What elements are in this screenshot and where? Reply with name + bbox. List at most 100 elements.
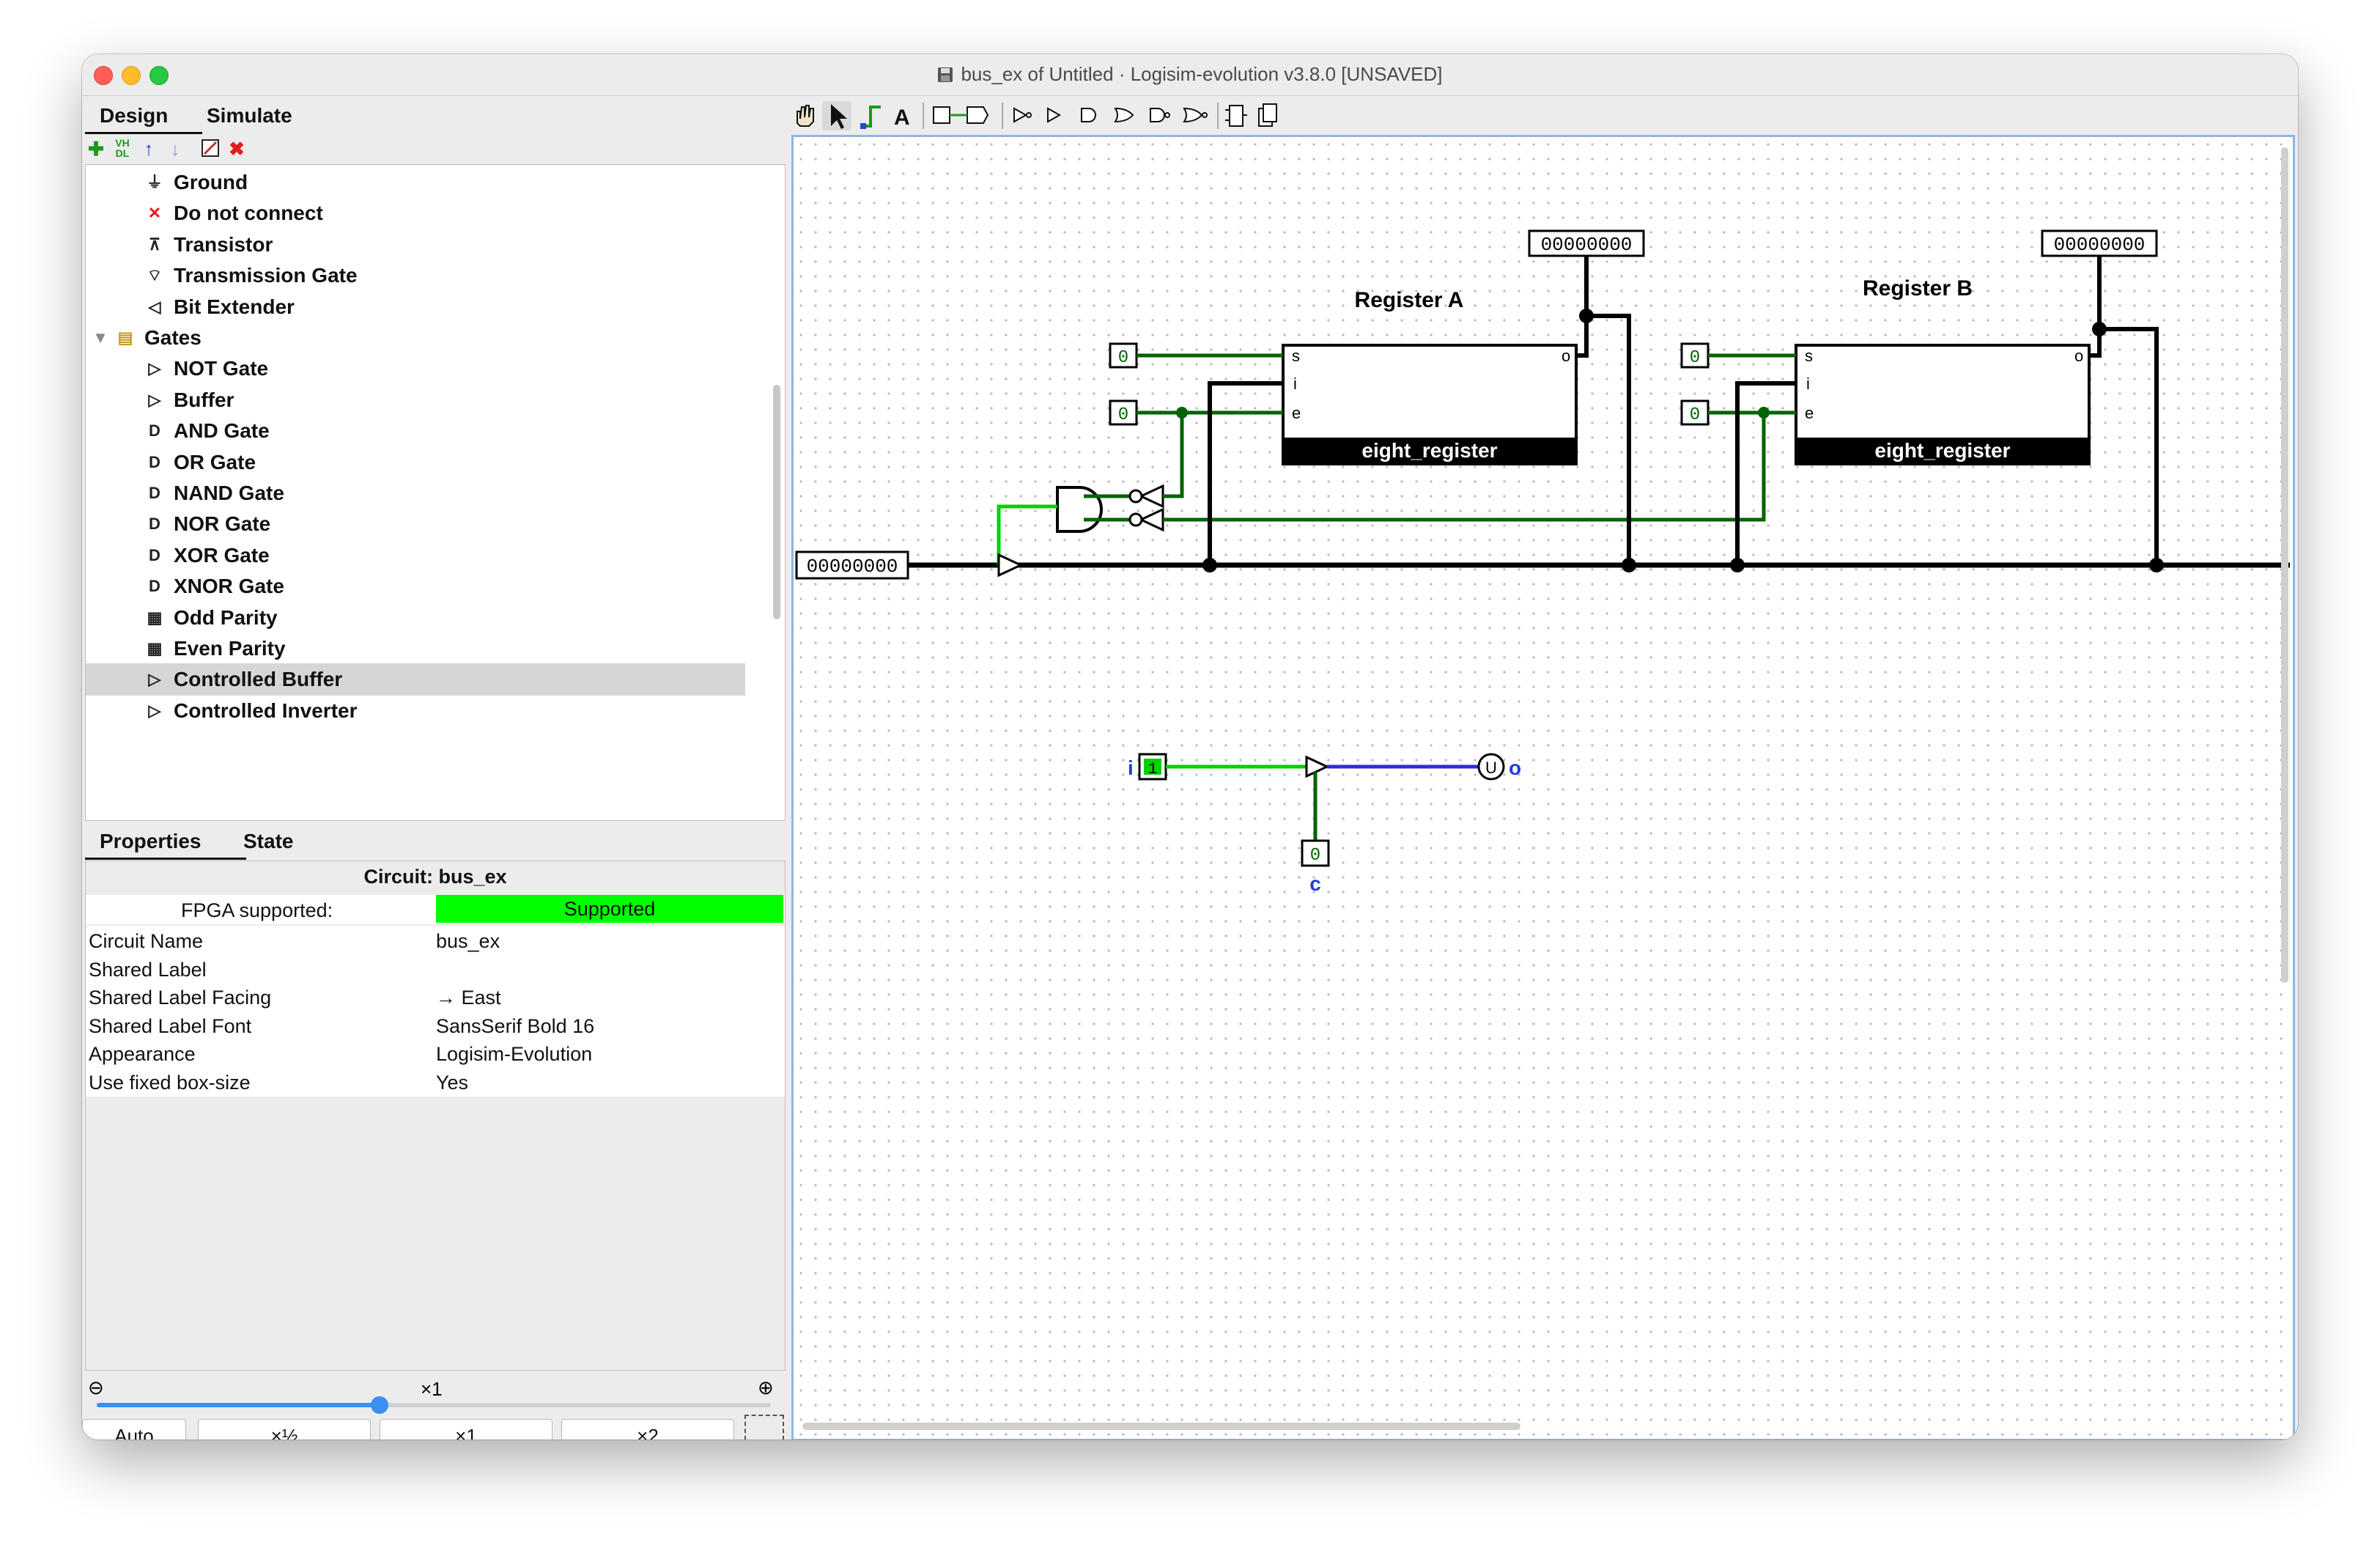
and-gate[interactable] [1056, 486, 1103, 533]
buffer-icon[interactable] [1047, 107, 1062, 123]
hand-icon[interactable] [797, 105, 814, 127]
zoom-in-icon[interactable]: ⊕ [758, 1376, 774, 1398]
circuit-icon[interactable] [1225, 105, 1247, 127]
register-a-output-probe[interactable]: 00000000 [1528, 229, 1645, 257]
register-a-i-wire[interactable] [1208, 381, 1283, 565]
tree-item[interactable]: ▷Controlled Inverter [86, 695, 745, 727]
enable-b-wire[interactable] [1163, 430, 1766, 522]
property-value[interactable]: Yes [436, 1072, 469, 1094]
delete-icon[interactable]: ✖ [229, 138, 245, 160]
edit-appearance-icon[interactable] [199, 138, 221, 160]
register-a-s-pin[interactable]: 0 [1109, 342, 1138, 369]
register-b-o-wire[interactable] [2089, 256, 2102, 358]
zoom-fit-icon[interactable] [744, 1415, 784, 1440]
property-value[interactable]: Logisim-Evolution [436, 1043, 593, 1066]
register-b-o-to-bus[interactable] [2099, 327, 2159, 565]
buffer-enable-wire[interactable] [997, 504, 1043, 565]
tab-state[interactable]: State [243, 830, 294, 852]
register-b-output-probe[interactable]: 00000000 [2041, 229, 2158, 257]
move-up-icon[interactable]: ↑ [144, 138, 154, 160]
input-pin-icon[interactable] [933, 106, 960, 124]
tree-item[interactable]: ◁Bit Extender [86, 291, 745, 323]
tree-item[interactable]: ⊼Transistor [86, 229, 745, 261]
move-down-icon[interactable]: ↓ [170, 138, 180, 160]
expand-arrow-icon[interactable]: ▼ [92, 328, 108, 347]
not-gate-icon[interactable] [1013, 107, 1032, 123]
output-pin-icon[interactable] [960, 106, 989, 124]
canvas-horizontal-scrollbar[interactable] [802, 1423, 1520, 1430]
tree-item[interactable]: ▼▤Gates [86, 322, 745, 354]
register-b-e-pin[interactable]: 0 [1680, 399, 1710, 426]
property-tabs: Properties State [82, 819, 787, 860]
appearance-icon[interactable] [1258, 103, 1277, 127]
zoom-auto-button[interactable]: Auto [82, 1419, 186, 1440]
tree-item[interactable]: ⏚Ground [86, 166, 745, 199]
output-pin-o[interactable]: U [1477, 753, 1505, 781]
controlled-buffer[interactable] [1305, 755, 1330, 778]
zoom-out-icon[interactable]: ⊖ [88, 1376, 104, 1398]
circuit-canvas[interactable]: 00000000 Register A eight_register s i [791, 135, 2295, 1440]
zoom-one-button[interactable]: ×1 [380, 1419, 552, 1440]
nand-gate-icon[interactable] [1150, 108, 1170, 122]
control-pin-c[interactable]: 0 [1301, 839, 1330, 867]
vhdl-icon[interactable]: VH DL [115, 137, 130, 159]
tree-item[interactable]: ✕Do not connect [86, 197, 745, 229]
circuit-drawing[interactable]: 00000000 Register A eight_register s i [794, 137, 2293, 1439]
minimize-window-button[interactable] [122, 66, 141, 85]
nor-gate-icon[interactable] [1183, 107, 1208, 123]
tree-item[interactable]: ⌔Transmission Gate [86, 259, 745, 292]
tree-item[interactable]: ▷Buffer [86, 384, 745, 416]
zoom-slider-knob[interactable] [371, 1396, 389, 1414]
add-circuit-icon[interactable]: ✚ [88, 138, 104, 160]
property-row[interactable]: Shared Label [86, 954, 785, 984]
bus-controlled-buffer[interactable] [997, 553, 1024, 578]
tree-item[interactable]: ▷Controlled Buffer [86, 663, 745, 696]
property-row[interactable]: Shared Label Facing→ East [86, 982, 785, 1012]
zoom-two-button[interactable]: ×2 [561, 1419, 734, 1440]
zoom-half-button[interactable]: ×½ [198, 1419, 371, 1440]
folder-icon: ▤ [117, 328, 133, 347]
register-b-s-pin[interactable]: 0 [1680, 342, 1710, 369]
register-b-i-wire[interactable] [1735, 381, 1796, 565]
tree-item[interactable]: ▦Odd Parity [86, 602, 745, 634]
register-a-title: Register A [1355, 288, 1464, 312]
register-a-o-wire[interactable] [1576, 256, 1589, 358]
wire-icon[interactable] [860, 106, 881, 129]
select-arrow-icon[interactable] [831, 104, 847, 129]
register-b-port-s: s [1805, 347, 1813, 365]
property-value[interactable]: SansSerif Bold 16 [436, 1014, 595, 1037]
tab-design[interactable]: Design [100, 104, 169, 127]
input-pin-i[interactable]: 1 [1138, 753, 1167, 781]
or-gate-icon[interactable] [1114, 107, 1134, 123]
canvas-vertical-scrollbar[interactable] [2281, 147, 2288, 983]
enable-a-wire[interactable] [1163, 430, 1184, 498]
tab-properties[interactable]: Properties [100, 830, 202, 852]
tree-item[interactable]: ▦Even Parity [86, 633, 745, 665]
maximize-window-button[interactable] [149, 66, 169, 85]
property-value[interactable]: → East [436, 987, 501, 1009]
component-tree[interactable]: ⏚Ground✕Do not connect⊼Transistor⌔Transm… [85, 164, 786, 821]
tree-scrollbar[interactable] [773, 385, 780, 619]
text-icon[interactable]: A [894, 106, 910, 130]
property-value[interactable]: bus_ex [436, 930, 500, 952]
tree-item[interactable]: ▷NOT Gate [86, 353, 745, 385]
register-a[interactable]: eight_register s i e o [1282, 344, 1578, 465]
and-gate-icon[interactable] [1081, 108, 1096, 122]
register-a-e-pin[interactable]: 0 [1109, 399, 1138, 426]
zoom-slider[interactable] [97, 1396, 771, 1414]
register-b[interactable]: eight_register s i e o [1795, 344, 2091, 465]
tab-simulate[interactable]: Simulate [207, 104, 292, 127]
bus-input-pin[interactable]: 00000000 [795, 550, 909, 580]
close-window-button[interactable] [94, 66, 113, 85]
register-a-o-to-bus[interactable] [1586, 314, 1631, 565]
